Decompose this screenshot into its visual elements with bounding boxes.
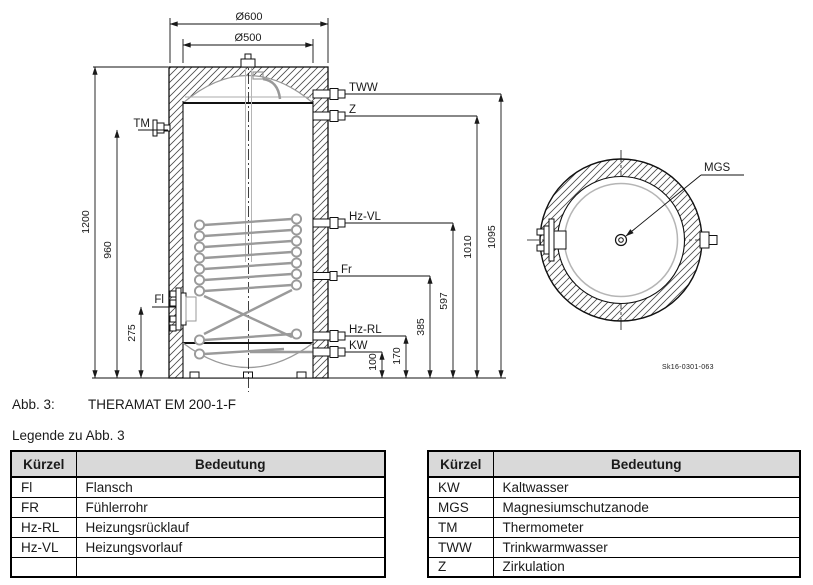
nozzle-fr — [312, 271, 338, 281]
code-cell: MGS — [427, 496, 494, 518]
code-cell: Hz-VL — [10, 536, 77, 558]
dim-hzrl-height: 170 — [391, 347, 403, 365]
tank-dome — [182, 75, 314, 104]
top-view-right-fitting — [699, 231, 718, 249]
legend-table-right: Kürzel Bedeutung KW Kaltwasser MGS Magne… — [427, 450, 801, 578]
code-cell: TWW — [427, 536, 494, 558]
table-row-empty — [10, 556, 386, 578]
right-dim-lines — [379, 93, 504, 379]
meaning-cell: Flansch — [75, 476, 386, 498]
tank-foot — [296, 371, 307, 379]
drawing-code: Sk16-0301-063 — [662, 364, 714, 371]
dim-kw-height: 100 — [367, 353, 379, 371]
outlet-elbow — [252, 71, 264, 80]
dim-tww-height: 1095 — [486, 225, 498, 249]
code-cell: Fl — [10, 476, 77, 498]
table-row: KW Kaltwasser — [427, 476, 801, 498]
code-cell: Z — [427, 556, 494, 578]
technical-drawing: TWW Z Hz-VL Fr Hz-RL KW TM Fl Ø600 Ø500 — [80, 11, 744, 392]
thermometer-fitting — [152, 119, 171, 137]
anode-fitting — [240, 58, 256, 68]
dim-z-height: 1010 — [462, 235, 474, 259]
tank-section-view: TWW Z Hz-VL Fr Hz-RL KW TM Fl Ø600 Ø500 — [80, 11, 506, 392]
nozzle-kw — [312, 346, 346, 358]
port-label-tm: TM — [133, 118, 150, 130]
heating-coil — [193, 213, 313, 360]
port-label-tww: TWW — [349, 82, 378, 94]
tank-top-view: MGS Sk16-0301-063 — [527, 150, 744, 371]
code-cell: FR — [10, 496, 77, 518]
code-cell: Hz-RL — [10, 516, 77, 538]
figure-caption-title: THERAMAT EM 200-1-F — [88, 397, 237, 412]
code-cell — [10, 556, 77, 578]
meaning-cell: Trinkwarmwasser — [492, 536, 801, 558]
table-row: Fl Flansch — [10, 476, 386, 498]
diameter-dim-lines — [169, 18, 329, 63]
nozzle-z — [312, 110, 346, 122]
table-row: Z Zirkulation — [427, 556, 801, 578]
meaning-cell: Kaltwasser — [492, 476, 801, 498]
mgs-leader-line — [625, 174, 702, 237]
code-cell: KW — [427, 476, 494, 498]
meaning-cell: Fühlerrohr — [75, 496, 386, 518]
dim-tm-height: 960 — [102, 241, 114, 259]
dim-inner-diameter: Ø500 — [235, 32, 262, 44]
table-row: MGS Magnesiumschutzanode — [427, 496, 801, 518]
meaning-cell: Magnesiumschutzanode — [492, 496, 801, 518]
nozzle-tww — [312, 88, 346, 100]
dim-total-height: 1200 — [80, 210, 92, 234]
port-label-kw: KW — [349, 340, 368, 352]
port-label-hzvl: Hz-VL — [349, 211, 382, 223]
meaning-cell — [75, 556, 386, 578]
tank-foot — [243, 371, 253, 379]
flange-assembly — [169, 287, 197, 332]
port-label-hzrl: Hz-RL — [349, 324, 382, 336]
table-row: Hz-RL Heizungsrücklauf — [10, 516, 386, 538]
table-row: FR Fühlerrohr — [10, 496, 386, 518]
tank-foot — [189, 371, 200, 379]
left-dim-lines — [92, 66, 506, 379]
figure-caption: Abb. 3: THERAMAT EM 200-1-F — [12, 397, 236, 412]
top-view-left-fitting — [536, 218, 567, 262]
table-row: TM Thermometer — [427, 516, 801, 538]
table-row: TWW Trinkwarmwasser — [427, 536, 801, 558]
meaning-cell: Zirkulation — [492, 556, 801, 578]
port-label-fl: Fl — [154, 294, 164, 306]
legend-heading: Legende zu Abb. 3 — [12, 428, 125, 443]
port-label-z: Z — [349, 104, 356, 116]
meaning-cell: Thermometer — [492, 516, 801, 538]
meaning-cell: Heizungsvorlauf — [75, 536, 386, 558]
nozzle-hzvl — [312, 217, 346, 229]
legend-table-left: Kürzel Bedeutung Fl Flansch FR Fühlerroh… — [10, 450, 386, 578]
code-cell: TM — [427, 516, 494, 538]
dim-flange-height: 275 — [126, 324, 138, 342]
meaning-cell: Heizungsrücklauf — [75, 516, 386, 538]
column-header-meaning: Bedeutung — [492, 450, 801, 478]
column-header-code: Kürzel — [10, 450, 77, 478]
dim-hzvl-height: 597 — [438, 292, 450, 310]
column-header-meaning: Bedeutung — [75, 450, 386, 478]
leader-lines — [138, 93, 501, 353]
port-label-mgs: MGS — [704, 162, 731, 174]
table-row: Hz-VL Heizungsvorlauf — [10, 536, 386, 558]
nozzle-hzrl — [312, 330, 346, 342]
dim-fr-height: 385 — [415, 318, 427, 336]
legend-tables: Kürzel Bedeutung Fl Flansch FR Fühlerroh… — [10, 450, 801, 578]
dim-outer-diameter: Ø600 — [236, 11, 263, 23]
figure-caption-label: Abb. 3: — [12, 397, 55, 412]
port-label-fr: Fr — [341, 264, 352, 276]
column-header-code: Kürzel — [427, 450, 494, 478]
